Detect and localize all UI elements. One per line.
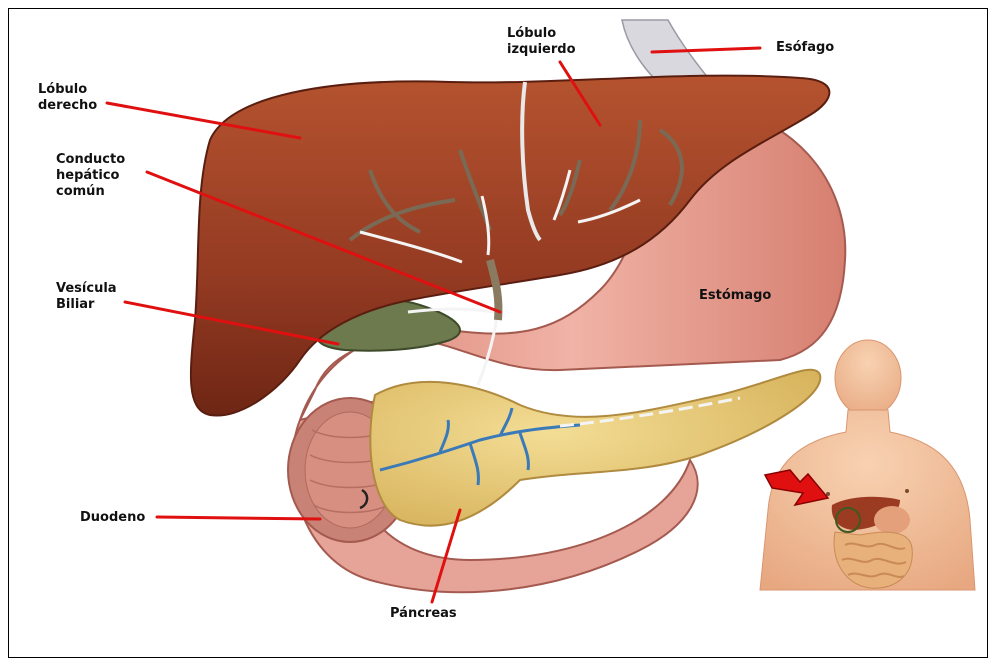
label-left-lobe: Lóbulo izquierdo [507, 26, 576, 58]
pancreas-shape [370, 370, 820, 526]
inset-stomach [874, 506, 910, 534]
label-esophagus: Esófago [776, 40, 834, 56]
label-hepatic-duct: Conducto hepático común [56, 152, 125, 200]
label-right-lobe: Lóbulo derecho [38, 82, 97, 114]
leader-duodenum [157, 517, 320, 519]
label-gallbladder: Vesícula Biliar [56, 281, 117, 313]
label-pancreas: Páncreas [390, 606, 457, 622]
label-duodenum: Duodeno [80, 510, 145, 526]
inset-head [835, 340, 901, 416]
inset-nipple-right [905, 489, 909, 493]
label-stomach: Estómago [699, 288, 771, 304]
